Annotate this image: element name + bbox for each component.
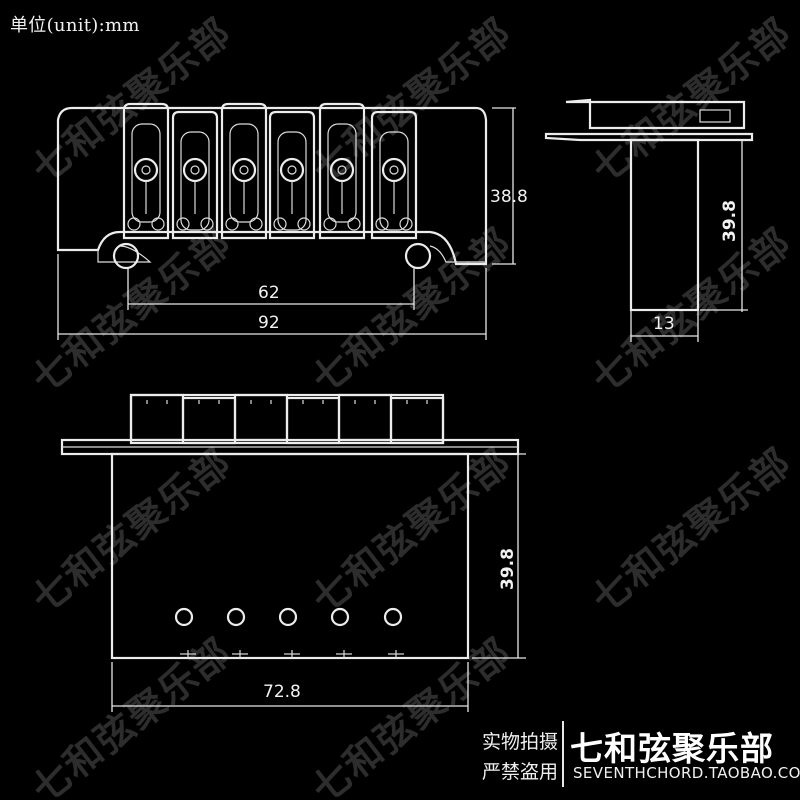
saddle-slot xyxy=(277,131,307,231)
saddle-foot-right xyxy=(249,217,263,231)
saddle-foot-right xyxy=(151,217,165,231)
dim-bottom-height: 39.8 xyxy=(498,548,518,590)
saddle-foot-left xyxy=(127,217,141,231)
front-saddle-frame xyxy=(129,393,445,445)
saddle-foot-right xyxy=(347,217,361,231)
dim-inner-width: 62 xyxy=(258,283,280,303)
saddle-foot-left xyxy=(176,217,190,231)
saddle-foot-right xyxy=(297,217,311,231)
saddle-screw xyxy=(329,157,355,183)
front-saddle-block xyxy=(233,393,289,442)
dim-bottom-width: 72.8 xyxy=(263,682,301,702)
saddle-slot xyxy=(229,123,259,223)
saddle-screw-center xyxy=(287,165,297,175)
saddle-screw xyxy=(279,157,305,183)
footer-notice: 实物拍摄 严禁盗用 xyxy=(462,727,558,787)
saddle-slot xyxy=(180,131,210,231)
saddle xyxy=(171,110,219,240)
side-view-block xyxy=(629,138,700,312)
string-hole xyxy=(330,607,350,627)
string-hole xyxy=(174,607,194,627)
saddle-foot-right xyxy=(399,217,413,231)
mount-hole-right xyxy=(404,242,432,270)
front-saddle-row xyxy=(129,393,445,445)
block-notch-row xyxy=(180,650,404,658)
saddle-screw-center xyxy=(389,165,399,175)
saddle xyxy=(268,110,316,240)
saddle-foot-left xyxy=(375,217,389,231)
string-hole-row xyxy=(174,607,403,627)
front-saddle-block xyxy=(337,393,393,442)
front-block xyxy=(110,452,470,660)
dim-side-depth: 13 xyxy=(653,314,675,334)
saddle-slot xyxy=(131,123,161,223)
saddle-foot-right xyxy=(200,217,214,231)
front-saddle-block xyxy=(285,396,341,445)
footer-line1: 实物拍摄 xyxy=(481,731,558,753)
front-view: 39.8 72.8 xyxy=(60,393,526,712)
front-saddle-block xyxy=(181,396,237,445)
footer-line2: 严禁盗用 xyxy=(481,761,558,783)
saddle-slot xyxy=(379,131,409,231)
saddle xyxy=(122,102,170,240)
string-hole xyxy=(278,607,298,627)
dim-top-height: 38.8 xyxy=(490,187,528,207)
side-view: 39.8 13 xyxy=(544,98,754,342)
saddle-foot-left xyxy=(225,217,239,231)
saddle-foot-left xyxy=(273,217,287,231)
saddle xyxy=(370,110,418,240)
side-view-screw-slot xyxy=(699,109,731,123)
mount-hole-left xyxy=(112,242,140,270)
saddle-screw-center xyxy=(239,165,249,175)
string-hole xyxy=(226,607,246,627)
saddle-screw xyxy=(231,157,257,183)
saddle-slot xyxy=(327,123,357,223)
footer-brand: 七和弦聚乐部 xyxy=(570,729,774,768)
saddle xyxy=(318,102,366,240)
dim-outer-width: 92 xyxy=(258,313,280,333)
unit-label: 单位(unit):mm xyxy=(10,15,140,36)
top-view-outline xyxy=(56,106,488,266)
footer-divider xyxy=(562,721,564,787)
front-saddle-block xyxy=(389,396,445,445)
footer-url: SEVENTHCHORD.TAOBAO.COM xyxy=(573,764,800,782)
saddle-screw-center xyxy=(190,165,200,175)
dim-side-height: 39.8 xyxy=(720,200,740,242)
saddle-group xyxy=(122,102,418,240)
saddle-screw xyxy=(182,157,208,183)
saddle-screw xyxy=(381,157,407,183)
saddle-foot-left xyxy=(323,217,337,231)
top-view: 38.8 62 92 xyxy=(56,102,528,340)
saddle-screw-center xyxy=(337,165,347,175)
saddle xyxy=(220,102,268,240)
side-view-saddle xyxy=(565,98,746,130)
saddle-screw xyxy=(133,157,159,183)
front-saddle-block xyxy=(129,393,185,442)
string-hole xyxy=(383,607,403,627)
saddle-screw-center xyxy=(141,165,151,175)
